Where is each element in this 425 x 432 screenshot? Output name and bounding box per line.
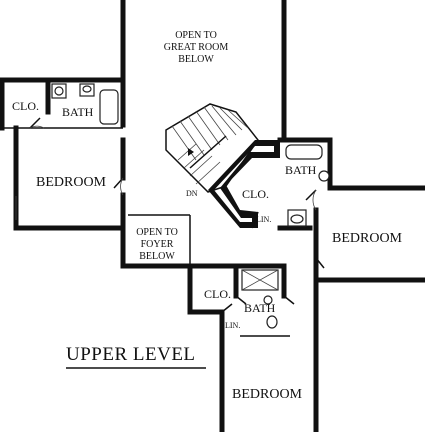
- plan-title: UPPER LEVEL: [66, 344, 196, 365]
- bedroom-right-label: BEDROOM: [332, 231, 403, 246]
- bath-right-label: BATH: [285, 163, 317, 177]
- closet-top-left-label: CLO.: [12, 99, 39, 113]
- closet-bottom-label: CLO.: [204, 287, 231, 301]
- bath-top-left-label: BATH: [62, 105, 94, 119]
- fixtures: [51, 83, 330, 329]
- open-great-room-label-3: BELOW: [178, 54, 214, 65]
- open-foyer-label-2: FOYER: [141, 239, 174, 250]
- bath-bottom-label: BATH: [244, 301, 276, 315]
- open-great-room-label-2: GREAT ROOM: [164, 42, 229, 53]
- linen-bottom-label: LIN.: [225, 321, 240, 330]
- bedroom-bottom-label: BEDROOM: [232, 387, 303, 402]
- doors: [15, 117, 325, 313]
- stair-dn-label: DN: [186, 189, 198, 198]
- open-foyer-label-3: BELOW: [139, 251, 175, 262]
- open-great-room-label-1: OPEN TO: [175, 30, 217, 41]
- bedroom-left-label: BEDROOM: [36, 175, 107, 190]
- closet-center-label: CLO.: [242, 187, 269, 201]
- open-foyer-label-1: OPEN TO: [136, 227, 178, 238]
- linen-right-label: LIN.: [256, 215, 271, 224]
- staircase: [165, 103, 259, 193]
